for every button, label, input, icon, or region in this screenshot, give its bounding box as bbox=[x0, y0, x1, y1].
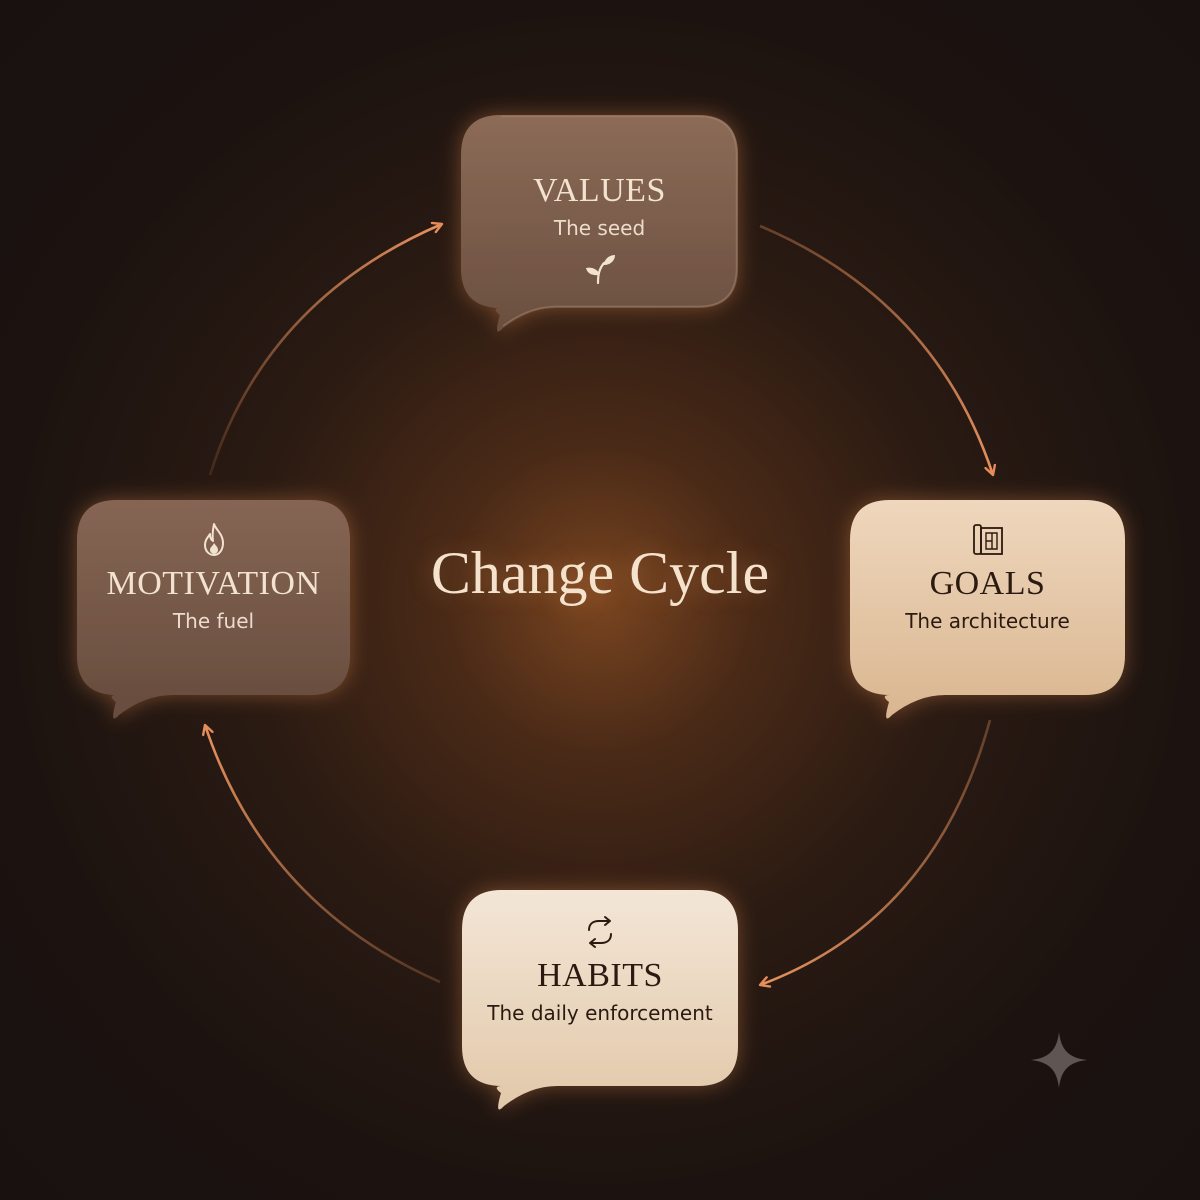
values-node: VALUES The seed bbox=[461, 115, 738, 337]
arrow-values-to-goals bbox=[759, 224, 993, 475]
habits-node: HABITS The daily enforcement bbox=[462, 890, 738, 1114]
values-subtitle: The seed bbox=[553, 216, 646, 240]
motivation-subtitle: The fuel bbox=[172, 609, 255, 633]
flame-icon bbox=[203, 523, 224, 556]
motivation-title: MOTIVATION bbox=[106, 565, 321, 602]
values-bubble-shape bbox=[461, 115, 738, 332]
sparkle-icon bbox=[1031, 1032, 1087, 1088]
arrow-goals-to-habits bbox=[760, 719, 992, 985]
values-title: VALUES bbox=[533, 172, 666, 209]
goals-node: GOALS The architecture bbox=[850, 500, 1125, 723]
blueprint-icon bbox=[972, 524, 1003, 555]
arrow-motivation-to-values bbox=[208, 224, 442, 476]
goals-title: GOALS bbox=[929, 565, 1046, 602]
habits-subtitle: The daily enforcement bbox=[487, 1001, 713, 1025]
goals-bubble-shape bbox=[850, 500, 1125, 719]
goals-subtitle: The architecture bbox=[905, 609, 1070, 633]
habits-title: HABITS bbox=[537, 957, 663, 994]
motivation-node: MOTIVATION The fuel bbox=[77, 500, 350, 723]
habits-bubble-shape bbox=[462, 890, 738, 1110]
diagram-title: Change Cycle bbox=[430, 540, 770, 606]
repeat-icon bbox=[588, 916, 612, 948]
motivation-bubble-shape bbox=[77, 500, 350, 719]
sprout-icon bbox=[585, 255, 615, 285]
arrow-habits-to-motivation bbox=[205, 725, 441, 984]
